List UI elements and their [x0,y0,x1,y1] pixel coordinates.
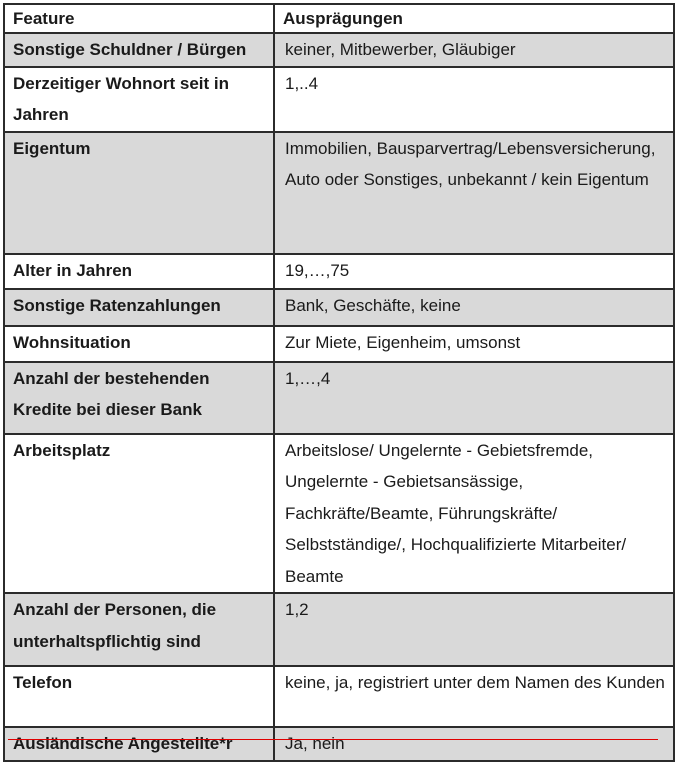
values-cell: 1,..4 [273,65,675,133]
feature-cell: Sonstige Ratenzahlungen [3,287,275,327]
feature-cell: Sonstige Schuldner / Bürgen [3,32,275,68]
table-row: Anzahl der bestehenden Kredite bei diese… [3,360,675,435]
table-row: Ausländische Angestellte*r Ja, nein [3,726,675,762]
values-cell: 1,…,4 [273,360,675,435]
table-header-row: Feature Ausprägungen [3,3,675,34]
table-row: Alter in Jahren 19,…,75 [3,252,675,290]
feature-table: Feature Ausprägungen Sonstige Schuldner … [3,3,675,762]
feature-cell: Alter in Jahren [3,252,275,290]
header-feature: Feature [3,3,275,34]
feature-cell: Anzahl der bestehenden Kredite bei diese… [3,360,275,435]
values-cell: Bank, Geschäfte, keine [273,287,675,327]
strikethrough-line [8,739,658,740]
feature-cell: Ausländische Angestellte*r [3,726,275,762]
values-cell: 19,…,75 [273,252,675,290]
values-cell: Arbeitslose/ Ungelernte - Gebietsfremde,… [273,432,675,594]
table-row: Eigentum Immobilien, Bausparvertrag/Lebe… [3,130,675,255]
feature-cell: Telefon [3,665,275,728]
values-cell: 1,2 [273,592,675,667]
feature-cell: Derzeitiger Wohnort seit in Jahren [3,65,275,133]
table-row: Sonstige Schuldner / Bürgen keiner, Mitb… [3,32,675,68]
feature-cell: Eigentum [3,130,275,255]
table-row: Telefon keine, ja, registriert unter dem… [3,665,675,728]
feature-cell: Arbeitsplatz [3,432,275,594]
values-cell: Ja, nein [273,726,675,762]
values-cell: keiner, Mitbewerber, Gläubiger [273,32,675,68]
feature-cell: Anzahl der Personen, die unterhaltspflic… [3,592,275,667]
values-cell: Zur Miete, Eigenheim, umsonst [273,324,675,363]
values-cell: keine, ja, registriert unter dem Namen d… [273,665,675,728]
table-row: Sonstige Ratenzahlungen Bank, Geschäfte,… [3,287,675,327]
values-cell: Immobilien, Bausparvertrag/Lebensversich… [273,130,675,255]
header-auspraegungen: Ausprägungen [273,3,675,34]
feature-cell: Wohnsituation [3,324,275,363]
table-row: Anzahl der Personen, die unterhaltspflic… [3,592,675,667]
table-row: Derzeitiger Wohnort seit in Jahren 1,..4 [3,65,675,133]
table-row: Wohnsituation Zur Miete, Eigenheim, umso… [3,324,675,363]
table-row: Arbeitsplatz Arbeitslose/ Ungelernte - G… [3,432,675,594]
